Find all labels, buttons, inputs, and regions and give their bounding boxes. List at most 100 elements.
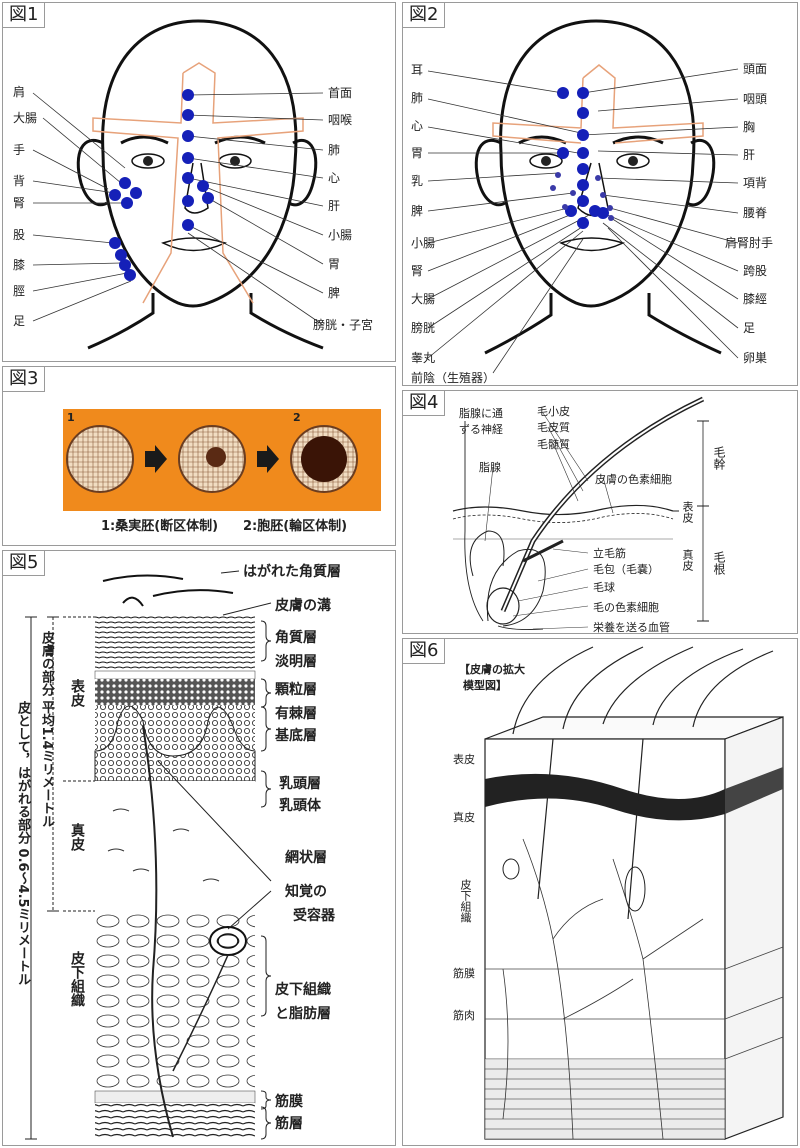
fig2-label-left-4: 胃 [411, 146, 424, 160]
fig5-label-receptor-2: 受容器 [293, 908, 335, 924]
fig2-label-right-10: 足 [743, 321, 756, 335]
fig1-label-left-8: 脛 [13, 284, 26, 298]
fig1-label-left-3: 手 [13, 143, 26, 157]
fig4-label-root: 毛根 [712, 551, 726, 575]
fig6-label-dermis: 真皮 [453, 811, 475, 824]
fig2-label-left-7: 小腸 [411, 236, 436, 250]
fig1-label-left-7: 膝 [13, 258, 26, 272]
figure-6-tag: 図6 [403, 639, 446, 664]
fig5-label-stratum-basale: 基底層 [275, 728, 317, 744]
figure-1-panel: 図1 [2, 2, 396, 362]
fig1-label-right-8: 脾 [328, 286, 341, 300]
fig2-label-left-10: 膀胱 [411, 321, 436, 335]
fig3-number-1: 1 [67, 411, 75, 424]
fig2-label-right-2: 咽頭 [743, 92, 768, 106]
fig1-label-right-2: 咽喉 [328, 113, 353, 127]
fig4-label-cuticle: 毛小皮 [537, 405, 570, 418]
figure-3-embryo-drawing [63, 409, 381, 511]
fig5-side-epidermis: 表皮 [69, 679, 85, 707]
fig2-label-right-5: 項背 [743, 176, 768, 190]
fig4-label-medulla: 毛髄質 [537, 438, 570, 451]
fig5-label-papilla: 乳頭体 [279, 798, 321, 814]
fig5-label-stratum-corneum: 角質層 [275, 630, 317, 646]
fig5-label-fat-layer: と脂肪層 [275, 1006, 331, 1022]
fig5-label-fascia: 筋膜 [275, 1094, 303, 1110]
figure-4-panel: 図4 [402, 390, 798, 634]
figure-3-panel: 図3 1 2 1:桑実胚(断区体制) 2:胞胚(輪区体制) [2, 366, 396, 546]
fig2-label-right-3: 胸 [743, 120, 756, 134]
fig1-label-right-3: 肺 [328, 143, 341, 157]
fig5-vertical-measure-2: 皮膚の部分 平均1.4ミリメートル [39, 631, 54, 828]
fig4-label-dermis: 真皮 [681, 549, 694, 571]
figure-5-tag: 図5 [3, 551, 46, 576]
fig5-label-papillary-layer: 乳頭層 [279, 776, 321, 792]
fig5-side-subcutis: 皮下組織 [69, 951, 85, 1007]
fig5-label-skin-groove: 皮膚の溝 [275, 598, 331, 614]
fig2-label-right-9: 膝經 [743, 292, 768, 306]
fig5-label-stratum-spinosum: 有棘層 [275, 706, 317, 722]
fig1-label-right-5: 肝 [328, 199, 341, 213]
fig6-title-1: 【皮膚の拡大 [459, 663, 525, 676]
fig2-label-right-1: 頭面 [743, 62, 768, 76]
figure-5-skin-section-drawing [25, 570, 272, 1140]
fig1-label-left-5: 腎 [13, 196, 26, 210]
fig6-label-epidermis: 表皮 [453, 753, 475, 766]
fig4-label-bulb: 毛球 [593, 581, 615, 594]
fig5-label-stratum-granulosum: 顆粒層 [275, 682, 317, 698]
fig1-label-right-9: 膀胱・子宮 [313, 318, 374, 332]
fig4-label-vessel: 栄養を送る血管 [593, 621, 670, 634]
figure-4-tag: 図4 [403, 391, 446, 416]
figure-5-panel: 図5 [2, 550, 396, 1146]
fig5-side-dermis: 真皮 [69, 823, 85, 851]
fig3-number-2: 2 [293, 411, 301, 424]
fig5-label-stratum-lucidum: 淡明層 [275, 654, 317, 670]
fig1-label-left-2: 大腸 [13, 111, 38, 125]
figure-6-skin-model-drawing [484, 646, 784, 1140]
fig6-label-fascia: 筋膜 [453, 967, 475, 980]
fig2-label-left-5: 乳 [411, 174, 424, 188]
fig2-label-left-9: 大腸 [411, 292, 436, 306]
figure-2-face-drawing [427, 19, 739, 374]
fig4-label-follicle: 毛包（毛嚢） [593, 563, 659, 576]
fig2-label-right-7: 肩腎肘手 [725, 236, 774, 250]
fig5-label-peeled-stratum-corneum: はがれた角質層 [243, 564, 341, 580]
fig1-label-right-6: 小腸 [328, 228, 353, 242]
figure-6-panel: 図6 [402, 638, 798, 1146]
fig4-label-shaft: 毛幹 [712, 446, 726, 470]
fig2-label-left-1: 耳 [411, 63, 424, 77]
fig4-label-arrector: 立毛筋 [593, 547, 626, 560]
fig4-label-hair-pigment: 毛の色素細胞 [593, 601, 659, 614]
fig2-label-left-6: 脾 [411, 204, 424, 218]
fig4-label-nerve-1: 脂腺に通 [459, 407, 503, 420]
figure-1-face-drawing [32, 19, 324, 350]
fig2-label-right-4: 肝 [743, 148, 756, 162]
fig3-caption-1: 1:桑実胚(断区体制) [101, 519, 219, 534]
fig2-label-left-8: 腎 [411, 264, 424, 278]
fig2-label-left-11: 睾丸 [411, 351, 436, 365]
fig1-label-left-1: 肩 [13, 85, 26, 99]
figure-1-tag: 図1 [3, 3, 46, 28]
fig1-label-left-4: 背 [13, 174, 26, 188]
fig6-title-2: 模型図】 [463, 679, 507, 692]
figure-3-tag: 図3 [3, 367, 46, 392]
fig1-label-left-6: 股 [13, 228, 26, 242]
fig1-label-right-4: 心 [328, 171, 341, 185]
fig5-vertical-measure-1: 皮として，はがれる部分 0.6〜4.5ミリメートル [15, 701, 30, 986]
fig2-label-left-12: 前陰（生殖器） [411, 371, 496, 385]
fig4-label-cortex: 毛皮質 [537, 421, 570, 434]
fig2-label-right-11: 卵巣 [743, 351, 768, 365]
fig2-label-left-2: 肺 [411, 91, 424, 105]
fig4-label-pigment-cell: 皮膚の色素細胞 [595, 473, 672, 486]
figure-2-panel: 図2 [402, 2, 798, 386]
fig5-label-subcutis: 皮下組織 [275, 982, 331, 998]
fig4-label-epidermis: 表皮 [681, 501, 694, 523]
fig5-label-reticular-layer: 網状層 [285, 850, 327, 866]
fig4-label-nerve-2: ずる神経 [459, 423, 503, 436]
fig5-label-receptor-1: 知覚の [285, 884, 327, 900]
fig6-label-muscle: 筋肉 [453, 1009, 475, 1022]
fig3-caption-2: 2:胞胚(輪区体制) [243, 519, 348, 534]
fig1-label-right-1: 首面 [328, 86, 353, 100]
fig2-label-right-8: 跨股 [743, 264, 768, 278]
fig1-label-left-9: 足 [13, 314, 26, 328]
fig5-label-muscle-layer: 筋層 [275, 1116, 303, 1132]
